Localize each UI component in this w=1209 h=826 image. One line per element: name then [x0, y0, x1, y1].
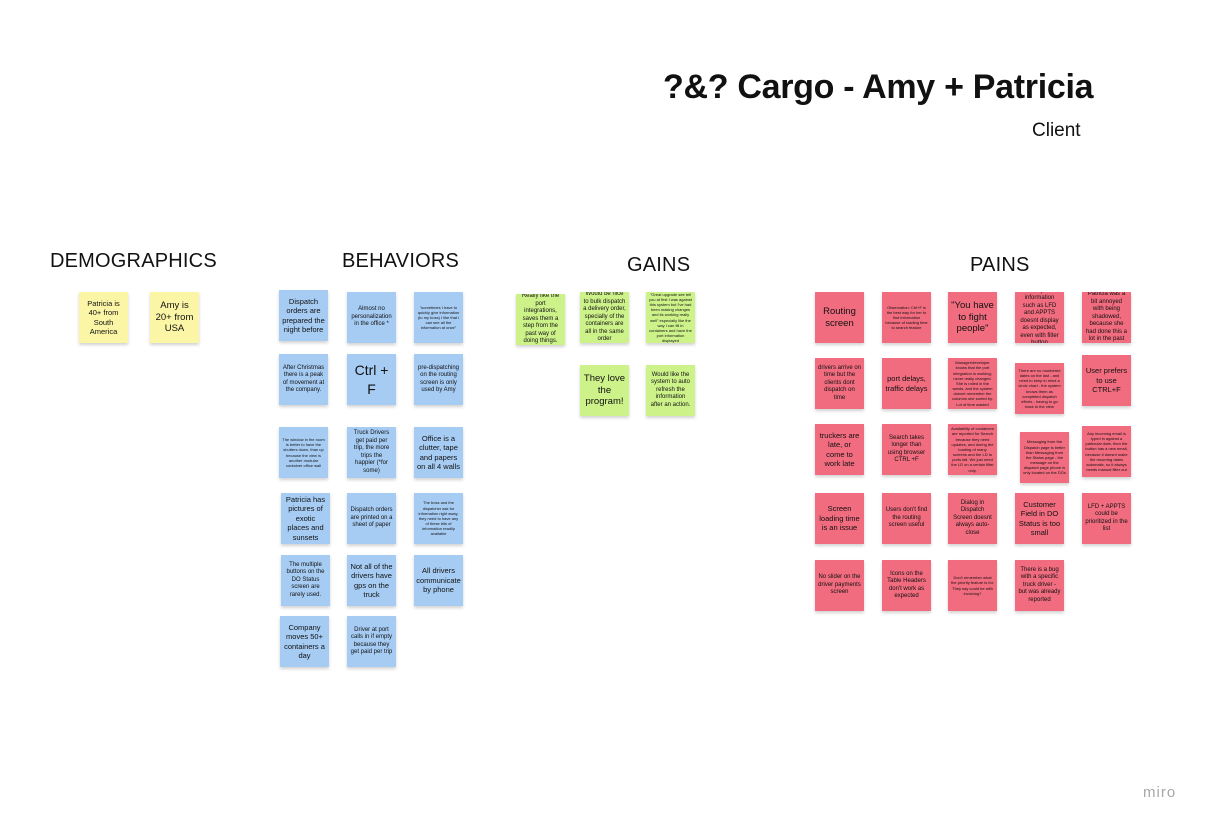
section-behaviors: BEHAVIORS	[342, 250, 460, 272]
sticky-note[interactable]: Don't remember what the priority feature…	[948, 560, 997, 611]
sticky-note[interactable]: Dispatch orders are printed on a sheet o…	[347, 493, 396, 544]
sticky-note[interactable]: "Great upgrade see tell you at first I w…	[646, 292, 695, 343]
sticky-note[interactable]: "You have to fight people"	[948, 292, 997, 343]
sticky-note[interactable]: Icons on the Table Headers don't work as…	[882, 560, 931, 611]
sticky-note[interactable]: Customer Field in DO Status is too small	[1015, 493, 1064, 544]
sticky-note[interactable]: "sometimes I have to quickly give inform…	[414, 292, 463, 343]
sticky-note[interactable]: Company moves 50+ containers a day	[280, 616, 329, 667]
sticky-note[interactable]: Most important information such as LFD a…	[1015, 292, 1064, 343]
sticky-note[interactable]: There are no numbered dates on the last …	[1015, 363, 1064, 414]
sticky-note[interactable]: There is a bug with a specific truck dri…	[1015, 560, 1064, 611]
sticky-note[interactable]: Not all of the drivers have gps on the t…	[347, 555, 396, 606]
sticky-note[interactable]: Ctrl + F	[347, 354, 396, 405]
sticky-note[interactable]: Patricia is 40+ from South America	[79, 292, 128, 343]
sticky-note[interactable]: User prefers to use CTRL+F	[1082, 355, 1131, 406]
sticky-note[interactable]: Users don't find the routing screen usef…	[882, 493, 931, 544]
sticky-note[interactable]: Amy is 20+ from USA	[150, 292, 199, 343]
sticky-note[interactable]: truckers are late, or come to work late	[815, 424, 864, 475]
sticky-note[interactable]: Manager/developer knows that the port in…	[948, 358, 997, 409]
sticky-note[interactable]: Patricia was a bit annoyed with being sh…	[1082, 292, 1131, 343]
sticky-note[interactable]: Routing screen	[815, 292, 864, 343]
sticky-note[interactable]: The multiple buttons on the DO Status sc…	[281, 555, 330, 606]
sticky-note[interactable]: Truck Drivers get paid per trip, the mor…	[347, 427, 396, 478]
sticky-note[interactable]: Office is a clutter, tape and papers on …	[414, 427, 463, 478]
sticky-note[interactable]: Really like the port integrations, saves…	[516, 294, 565, 345]
sticky-note[interactable]: Search takes longer than using browser C…	[882, 424, 931, 475]
sticky-note[interactable]: Patricia has pictures of exotic places a…	[281, 493, 330, 544]
sticky-note[interactable]: Almost no personalization in the office …	[347, 292, 396, 343]
sticky-note[interactable]: They love the program!	[580, 365, 629, 416]
miro-logo: miro	[1143, 784, 1177, 801]
sticky-note[interactable]: port delays, traffic delays	[882, 358, 931, 409]
sticky-note[interactable]: Any incoming email is typed in against a…	[1082, 426, 1131, 477]
board-title: ?&? Cargo - Amy + Patricia	[663, 68, 1094, 106]
sticky-note[interactable]: After Christmas there is a peak of movem…	[279, 354, 328, 405]
sticky-note[interactable]: LFD + APPTS could be prioritized in the …	[1082, 493, 1131, 544]
sticky-note[interactable]: Would like the system to auto refresh th…	[646, 365, 695, 416]
sticky-note[interactable]: drivers arrive on time but the clients d…	[815, 358, 864, 409]
sticky-note[interactable]: The boss and the dispatcher ask for info…	[414, 493, 463, 544]
section-demographics: DEMOGRAPHICS	[50, 250, 217, 272]
sticky-note[interactable]: Would be nice to bulk dispatch a deliver…	[580, 292, 629, 343]
board-subtitle: Client	[1032, 120, 1081, 141]
sticky-note[interactable]: No slider on the driver payments screen	[815, 560, 864, 611]
sticky-note[interactable]: The window in the room is better to have…	[279, 427, 328, 478]
sticky-note[interactable]: Screen loading time is an issue	[815, 493, 864, 544]
section-pains: PAINS	[970, 254, 1030, 276]
sticky-note[interactable]: Availability of containers are reported …	[948, 424, 997, 475]
sticky-note[interactable]: Dispatch orders are prepared the night b…	[279, 290, 328, 341]
sticky-note[interactable]: Dialog in Dispatch Screen doesnt always …	[948, 493, 997, 544]
sticky-note[interactable]: pre-dispatching on the routing screen is…	[414, 354, 463, 405]
sticky-note[interactable]: Messaging from the Dispatch page is bett…	[1020, 432, 1069, 483]
sticky-note[interactable]: All drivers communicate by phone	[414, 555, 463, 606]
sticky-note[interactable]: Observation: Ctrl+F is the best way for …	[882, 292, 931, 343]
section-gains: GAINS	[627, 254, 691, 276]
sticky-note[interactable]: Driver at port calls in if empty because…	[347, 616, 396, 667]
